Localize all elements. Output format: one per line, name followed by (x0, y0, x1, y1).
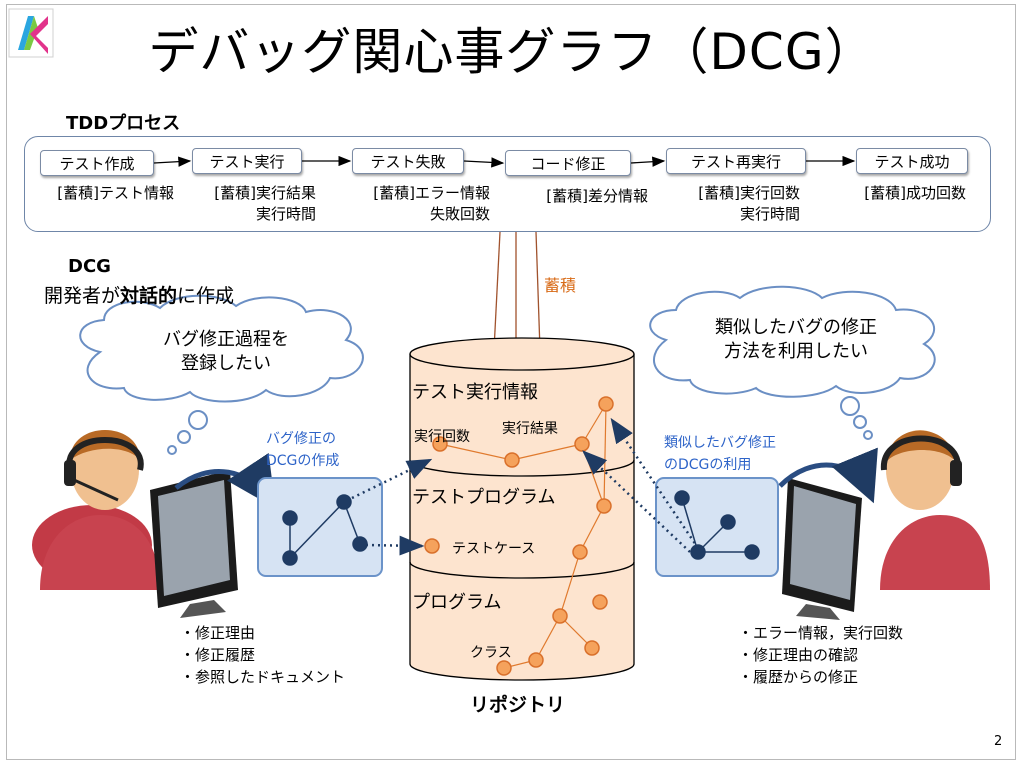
layer-program: プログラム (412, 592, 502, 613)
tdd-heading: TDDプロセス (66, 113, 181, 134)
repo-node (598, 396, 614, 412)
repo-node (574, 436, 590, 452)
label-exec-count: 実行回数 (414, 429, 470, 445)
step-test-rerun: テスト再実行 (666, 148, 806, 174)
right-thought-bubble (649, 285, 936, 440)
step-test-fail: テスト失敗 (352, 148, 464, 174)
dcg-node (336, 494, 352, 510)
step-test-run: テスト実行 (192, 148, 302, 174)
label-exec-result: 実行結果 (502, 421, 558, 437)
right-bubble-text: 類似したバグの修正 方法を利用したい (715, 317, 877, 362)
repo-node (528, 652, 544, 668)
dcg-heading: DCG (68, 256, 111, 277)
label-test-case: テストケース (452, 541, 536, 557)
repository-nodes (424, 396, 614, 676)
layer-test-exec-info: テスト実行情報 (412, 382, 538, 403)
left-dcg-graph (282, 494, 368, 566)
step-note-test-success: [蓄積]成功回数 (864, 184, 966, 202)
accumulate-label: 蓄積 (544, 276, 577, 295)
page-number: 2 (994, 734, 1003, 749)
dcg-node (720, 514, 736, 530)
step-note-code-fix: [蓄積]差分情報 (546, 187, 648, 205)
step-code-fix: コード修正 (505, 150, 631, 176)
step-note-test-fail: [蓄積]エラー情報 失敗回数 (373, 184, 490, 223)
right-dcg-graph (674, 490, 760, 560)
dcg-node (674, 490, 690, 506)
logo-icon (8, 8, 54, 58)
arrow-fail-fix (463, 157, 505, 168)
left-monitor-icon (150, 470, 238, 618)
dcg-subtitle-pre: 開発者が (44, 285, 121, 307)
arrow-fix-rerun (630, 156, 666, 167)
right-monitor-icon (782, 478, 862, 620)
right-person-icon (880, 430, 990, 590)
right-caption: 類似したバグ修正 のDCGの利用 (664, 435, 776, 473)
dcg-node (282, 510, 298, 526)
left-caption: バグ修正の DCGの作成 (266, 431, 340, 469)
step-note-test-run: [蓄積]実行結果 実行時間 (214, 184, 316, 223)
left-bubble-text: バグ修正過程を 登録したい (163, 329, 289, 374)
slide-border (6, 4, 1016, 760)
right-dcg-panel (655, 477, 779, 577)
dcg-node (352, 536, 368, 552)
left-person-icon (32, 430, 160, 590)
dcg-node (744, 544, 760, 560)
repository-name: リポジトリ (470, 694, 566, 716)
dcg-node (690, 544, 706, 560)
repo-node (584, 640, 600, 656)
page-title: デバッグ関心事グラフ（DCG） (148, 23, 876, 81)
accumulate-arrows (489, 231, 545, 354)
repo-node (432, 436, 448, 452)
dcg-node (282, 550, 298, 566)
repo-node (496, 660, 512, 676)
step-test-create: テスト作成 (40, 150, 154, 176)
tdd-process-box (24, 136, 991, 232)
repo-node (552, 608, 568, 624)
left-thought-bubble (79, 294, 364, 455)
step-note-test-rerun: [蓄積]実行回数 実行時間 (698, 184, 800, 223)
dcg-subtitle-bold: 対話的 (120, 285, 178, 307)
repo-node (504, 452, 520, 468)
repo-node (572, 544, 588, 560)
left-bullet-list: ・修正理由 ・修正履歴 ・参照したドキュメント (180, 624, 346, 686)
arrow-create-run (153, 156, 192, 167)
dcg-subtitle: 開発者が対話的に作成 (44, 281, 234, 308)
repo-node (424, 538, 440, 554)
right-curved-arrow (778, 447, 878, 504)
step-note-test-create: [蓄積]テスト情報 (57, 184, 174, 202)
process-arrows (153, 155, 856, 168)
right-bullet-list: ・エラー情報，実行回数 ・修正理由の確認 ・履歴からの修正 (738, 624, 904, 686)
step-test-success: テスト成功 (856, 148, 968, 174)
dotted-arrows (351, 417, 700, 556)
dcg-subtitle-post: に作成 (177, 285, 235, 307)
label-class: クラス (470, 645, 512, 661)
repository-cylinder (409, 337, 635, 681)
repo-node (592, 594, 608, 610)
layer-test-program: テストプログラム (412, 487, 556, 508)
repo-node (596, 498, 612, 514)
